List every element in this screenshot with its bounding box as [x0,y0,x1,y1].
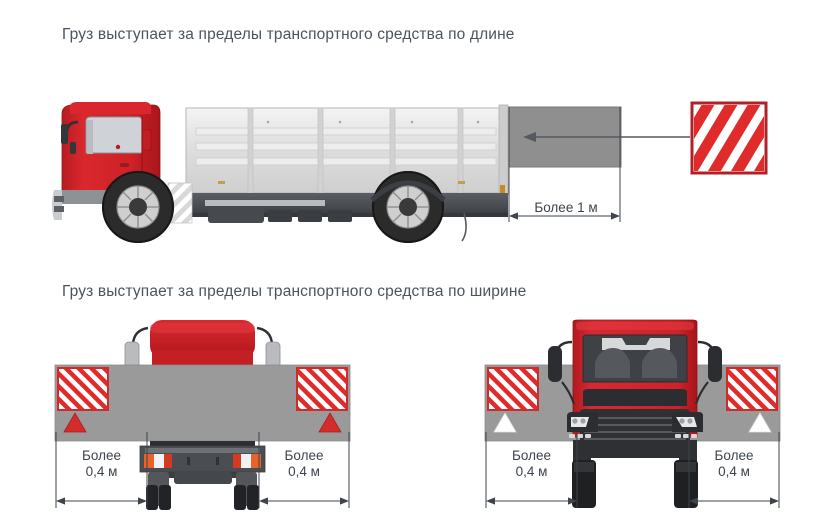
dimension-left-front [485,432,578,508]
rear-reflector-triangle-left [63,412,87,433]
dimension-label-rear-right: Более 0,4 м [259,448,349,479]
front-view-illustration [470,319,800,520]
rear-wheels [146,472,259,510]
front-bumper [567,412,703,466]
hazard-stripes [694,105,764,171]
dimension-label-front-left-line1: Более [512,448,551,463]
dimension-label-front-left-line2: 0,4 м [515,463,548,479]
front-reflector-triangle-left [493,412,517,433]
rear-mirrors [124,326,281,371]
rear-cab-top [150,320,255,358]
dimension-label-rear-left-line1: Более [82,448,121,463]
dimension-label-front-left: Более 0,4 м [486,448,577,479]
pointer-arrow-to-cargo [523,132,690,142]
dimension-left-rear [55,432,148,508]
dimension-label-length: Более 1 м [534,200,598,215]
dimension-label-front-right: Более 0,4 м [689,448,779,479]
dimension-label-rear-left: Более 0,4 м [56,448,147,479]
length-overhang-illustration [0,50,826,245]
rear-reflector-triangle-right [318,412,342,433]
hazard-panel-right-front [726,367,778,411]
dimension-label-rear-right-line2: 0,4 м [288,463,320,479]
heading-width-overhang: Груз выступает за пределы транспортного … [62,283,527,300]
hazard-panel-right-rear [296,367,348,411]
dimension-label-rear-left-line2: 0,4 м [85,463,118,479]
heading-length-overhang: Груз выступает за пределы транспортного … [62,26,515,43]
dimension-label-front-right-line1: Более [714,448,754,463]
front-wheels [572,460,698,508]
truck-cargo-body [185,104,509,196]
dimension-label-front-right-line2: 0,4 м [718,463,750,479]
front-reflector-triangle-right [748,412,772,433]
hazard-panel-left-rear [57,367,109,411]
dimension-right-front [688,432,780,508]
rear-truck-body [139,441,266,486]
truck-wheels [102,171,446,243]
rear-view-illustration [40,320,370,520]
dimension-right-rear [258,432,350,508]
dimension-label-rear-right-line1: Более [284,448,324,463]
hazard-marker-plate [690,101,768,175]
hazard-panel-left-front [487,367,539,411]
dimension-length [508,107,621,222]
headlight-right [672,412,703,438]
front-cab [548,319,722,442]
headlight-left [567,412,598,438]
